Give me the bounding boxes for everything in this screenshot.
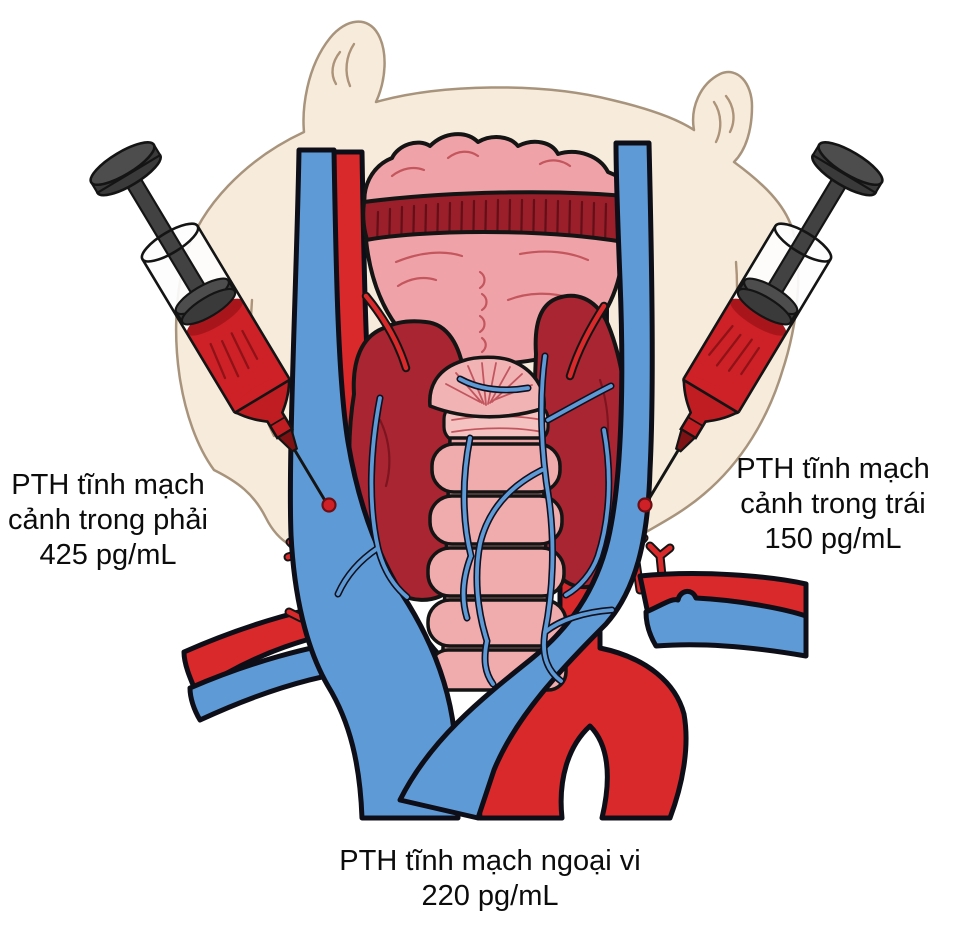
label-left-ijv-pth: PTH tĩnh mạch cảnh trong trái 150 pg/mL [712,452,954,557]
laryngeal-prominence-marks [478,270,488,354]
label-right-ijv-pth: PTH tĩnh mạch cảnh trong phải 425 pg/mL [0,468,216,573]
puncture-point-right [637,497,653,513]
right-internal-jugular-vein [287,147,461,821]
label-line: cảnh trong trái [740,488,926,520]
left-internal-jugular-vein [397,140,655,821]
label-line: PTH tĩnh mạch [11,469,205,501]
label-peripheral-pth: PTH tĩnh mạch ngoại vi 220 pg/mL [286,844,694,914]
label-line: PTH tĩnh mạch ngoại vi [339,845,641,877]
puncture-point-left [321,497,337,513]
veins [187,140,809,821]
thyroid-veins [334,352,616,688]
label-value: 425 pg/mL [39,539,177,571]
superior-thyroid-arteries [361,291,609,381]
label-line: cảnh trong phải [8,504,208,536]
right-ear-outline [712,94,735,144]
label-value: 150 pg/mL [764,523,902,555]
left-ear-outline [331,42,356,88]
label-line: PTH tĩnh mạch [736,453,930,485]
left-subclavian-vein [643,589,809,659]
label-value: 220 pg/mL [421,880,559,912]
